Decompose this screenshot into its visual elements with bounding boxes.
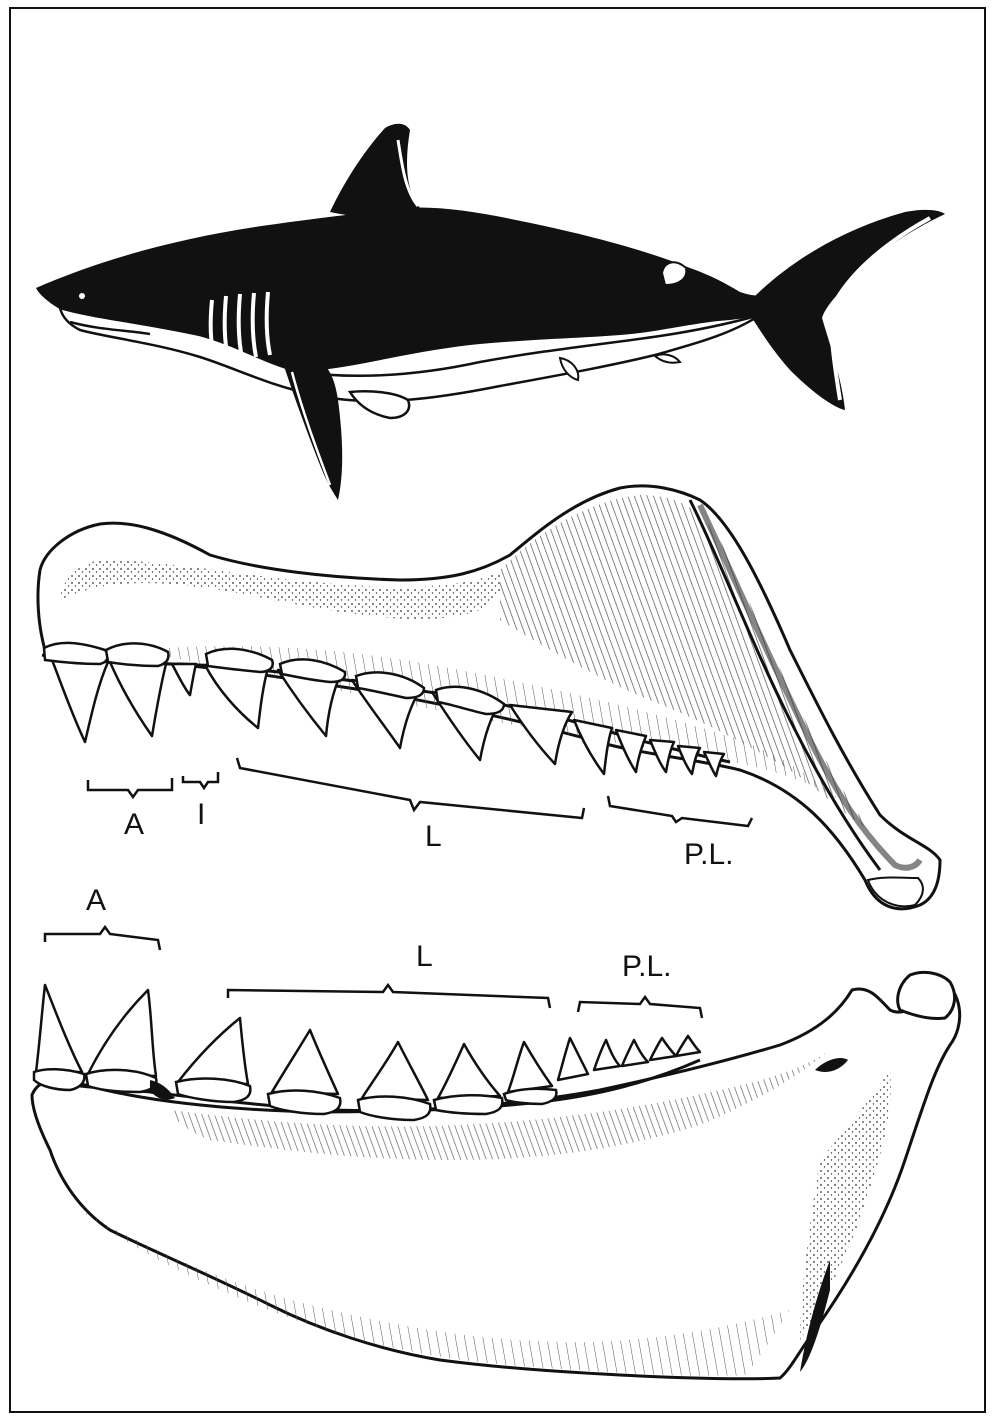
lower-jaw-label-lateral: L <box>416 942 433 972</box>
lower-tooth <box>558 1038 588 1080</box>
bracket-posterior-lateral <box>608 796 752 826</box>
lower-tooth <box>676 1036 700 1056</box>
lower-tooth <box>594 1040 620 1070</box>
upper-jaw-label-intermediate: I <box>197 800 205 830</box>
lower-jaw-label-anterior: A <box>86 886 106 916</box>
lower-tooth <box>622 1040 648 1066</box>
upper-tooth <box>110 662 166 736</box>
shark-pectoral-fin <box>282 360 342 500</box>
upper-tooth <box>52 660 108 742</box>
bracket-lateral <box>237 758 584 818</box>
shark-dorsal-fin <box>330 124 442 221</box>
upper-jaw-drawing <box>38 486 940 909</box>
lower-jaw-drawing <box>32 927 960 1379</box>
lower-tooth <box>178 1018 248 1084</box>
upper-tooth <box>205 665 268 728</box>
upper-jaw-label-anterior: A <box>124 810 144 840</box>
upper-jaw-label-posterior-lateral: P.L. <box>684 840 734 870</box>
lower-tooth <box>272 1030 338 1094</box>
upper-jaw-brackets <box>88 758 752 826</box>
lower-jaw-articular-process <box>898 972 955 1018</box>
bracket-anterior <box>88 778 172 797</box>
lower-tooth <box>650 1038 676 1060</box>
lower-jaw-tooth-gap <box>150 1080 175 1100</box>
shark-caudal-fin <box>752 210 945 410</box>
shark-drawing <box>36 124 945 500</box>
upper-tooth <box>616 730 646 772</box>
upper-tooth <box>510 705 572 764</box>
lower-tooth <box>438 1044 500 1098</box>
upper-jaw-condyle <box>868 878 923 907</box>
shark-small-fin <box>655 354 680 362</box>
bracket-anterior <box>45 927 160 950</box>
upper-jaw-label-lateral: L <box>425 822 442 852</box>
bracket-posterior-lateral <box>578 997 702 1018</box>
bracket-lateral <box>228 985 550 1008</box>
lower-tooth <box>508 1042 552 1092</box>
upper-tooth <box>574 720 612 774</box>
lower-tooth <box>362 1042 428 1100</box>
shark-pelvic-fin <box>350 391 409 418</box>
upper-tooth <box>172 664 196 695</box>
lower-jaw-label-posterior-lateral: P.L. <box>622 952 672 982</box>
lower-tooth <box>88 990 156 1076</box>
upper-tooth <box>650 740 674 772</box>
bracket-intermediate <box>183 772 218 788</box>
shark-eye <box>79 293 85 299</box>
lower-tooth <box>36 985 82 1072</box>
